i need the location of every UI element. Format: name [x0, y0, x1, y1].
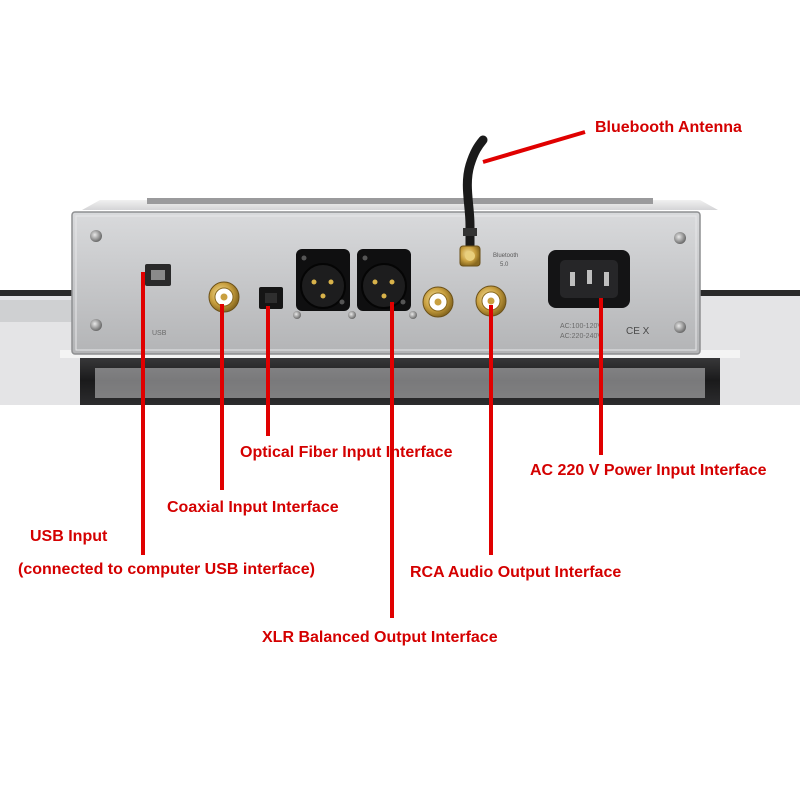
- label-optical-input: Optical Fiber Input Interface: [240, 444, 453, 461]
- ac-power-inlet: [548, 250, 630, 308]
- voltage-marking-2: AC:220-240V: [560, 333, 602, 340]
- usb-b-port: [145, 264, 171, 286]
- screw-icon: [674, 321, 686, 333]
- label-ac-power: AC 220 V Power Input Interface: [530, 462, 767, 479]
- voltage-marking-1: AC:100-120V: [560, 323, 602, 330]
- label-coaxial-input: Coaxial Input Interface: [167, 499, 339, 516]
- bluetooth-marking: Bluetooth: [493, 253, 518, 259]
- usb-marking: USB: [152, 330, 167, 337]
- screw-icon: [674, 232, 686, 244]
- label-usb-input-note: (connected to computer USB interface): [18, 561, 315, 578]
- bluetooth-antenna: [459, 135, 488, 267]
- label-rca-output: RCA Audio Output Interface: [410, 564, 622, 581]
- xlr-connector-left: [296, 249, 350, 311]
- screw-icon: [90, 319, 102, 331]
- label-bluetooth-antenna: Bluebooth Antenna: [595, 119, 742, 136]
- label-usb-input: USB Input: [30, 528, 108, 545]
- optical-port: [259, 287, 283, 309]
- bluetooth-version-marking: 5.0: [500, 262, 509, 268]
- leader-bluetooth: [482, 130, 586, 164]
- ce-marking: CE X: [626, 326, 650, 337]
- rca-jack-left: [422, 286, 454, 318]
- xlr-connector-right: [357, 249, 411, 311]
- label-xlr-output: XLR Balanced Output Interface: [262, 629, 498, 646]
- leader-lines: [141, 130, 603, 618]
- screw-icon: [90, 230, 102, 242]
